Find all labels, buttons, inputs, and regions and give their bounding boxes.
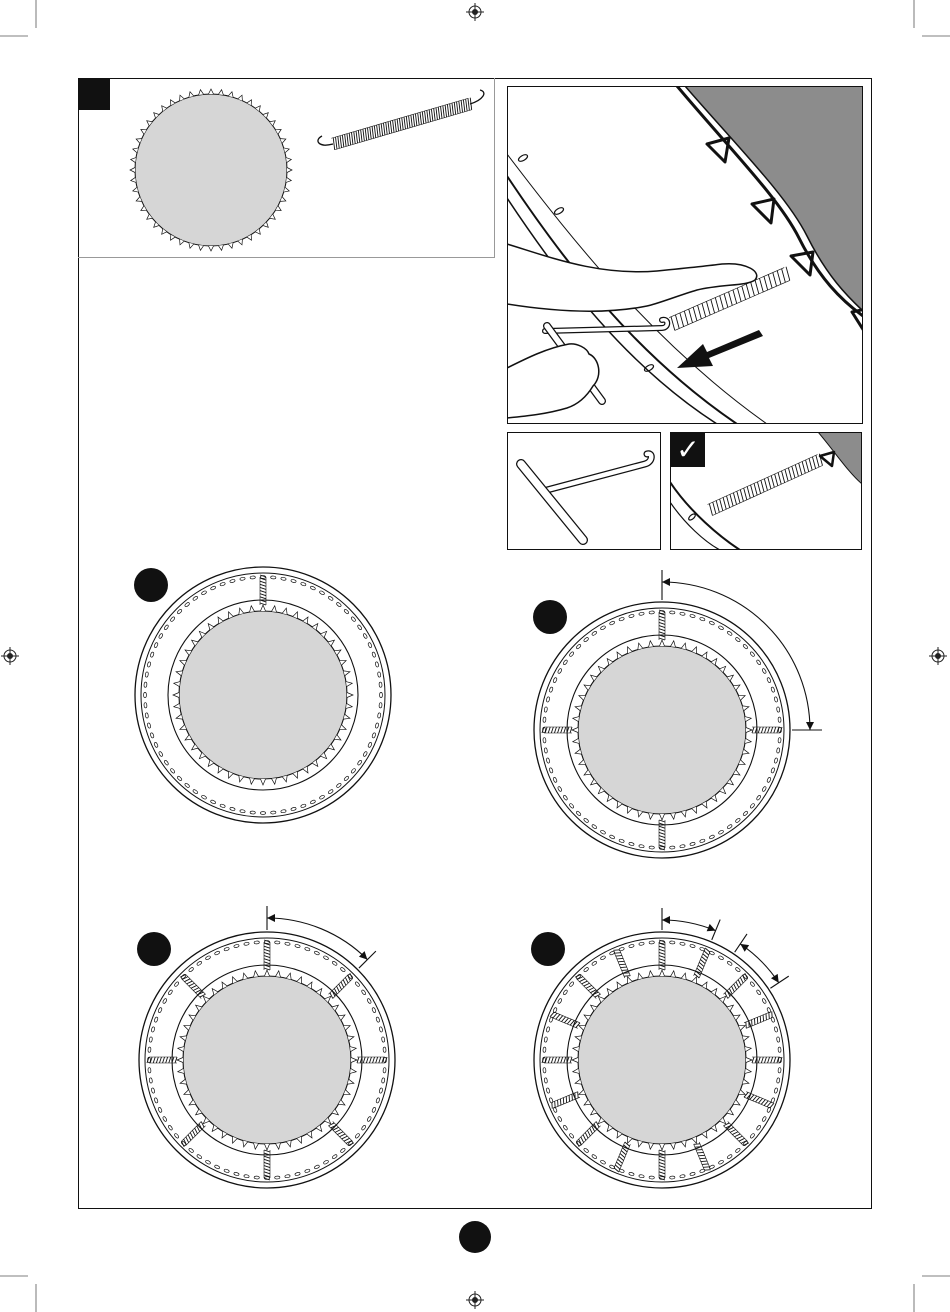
spring-part bbox=[318, 90, 484, 150]
check-icon: ✓ bbox=[676, 433, 699, 466]
step-badge-3 bbox=[137, 932, 171, 966]
trampoline-step-1 bbox=[120, 560, 410, 850]
step-badge-2 bbox=[533, 600, 567, 634]
check-badge: ✓ bbox=[671, 433, 705, 467]
jumping-mat-part bbox=[130, 89, 292, 251]
step-badge-4 bbox=[531, 932, 565, 966]
hook-tool-illustration bbox=[507, 432, 661, 550]
step-badge-1 bbox=[134, 568, 168, 602]
trampoline-step-4 bbox=[520, 890, 840, 1200]
spring-installation-illustration bbox=[507, 86, 863, 424]
trampoline-step-2 bbox=[520, 565, 840, 875]
page-number-badge bbox=[459, 1221, 491, 1253]
parts-illustration bbox=[78, 78, 495, 258]
